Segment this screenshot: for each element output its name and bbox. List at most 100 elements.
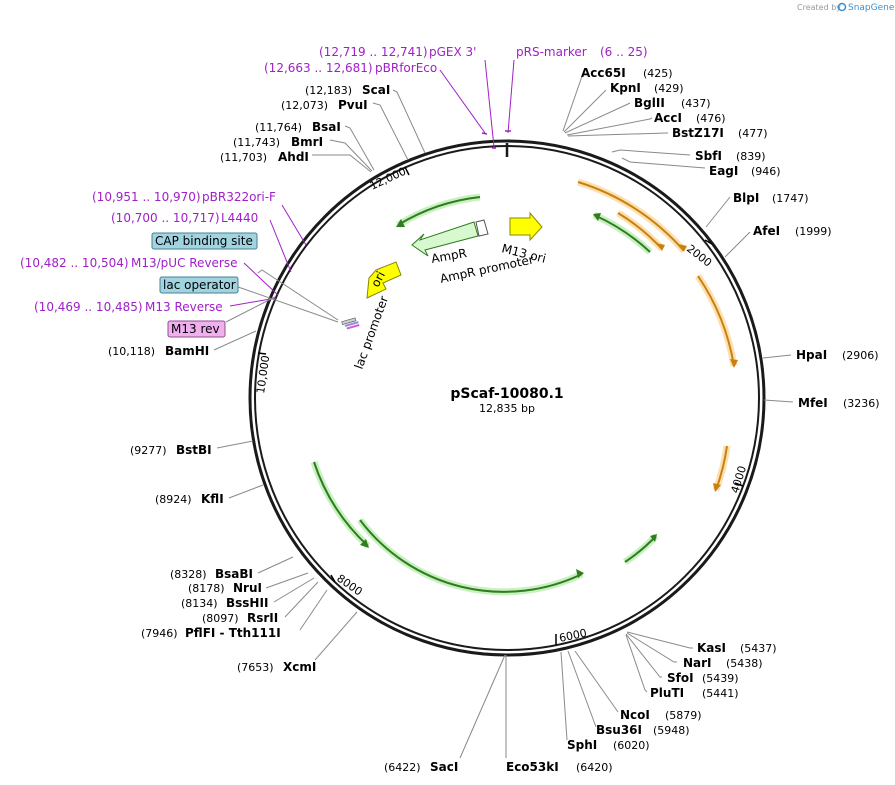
site-pos-saci: (6422) [384,761,421,774]
green-arc-4-glow [357,517,584,596]
green-arc-2-arrowhead [396,219,405,227]
connector-bamhi [213,330,257,351]
connector-acci [566,117,653,136]
site-pos-bsshii: (8134) [181,597,218,610]
connector-sphi [560,651,568,741]
site-pos-sphi: (6020) [613,739,650,752]
site-name-afei: AfeI [753,224,780,238]
site-pos-pflfi: (7946) [141,627,178,640]
m13-rev-box [167,320,226,338]
credit-prefix: Created by [797,3,841,12]
connector-kasi [626,631,693,649]
tick-label-10000: 10,000 [254,354,272,394]
site-name-mfei: MfeI [798,396,828,410]
plasmid-name: pScaf-10080.1 [450,386,563,402]
connector-sfoi [625,633,662,678]
site-name-acc65i: Acc65I [581,66,626,80]
site-name-xcmi: XcmI [283,660,316,674]
m13-ori-arrow [509,211,543,242]
m13-rev-label: M13 rev [171,322,220,336]
connector-nari [626,632,677,663]
lac-operator-label: lac operator [163,278,236,292]
site-name-scai: ScaI [362,83,390,97]
snapgene-logo-icon [837,2,847,12]
orange-arc-1-arrowhead [678,244,687,251]
orange-arc-3-arrowhead [730,359,738,368]
snapgene-credit: Created by SnapGene [797,2,895,13]
site-pos-acc65i: (425) [643,67,673,80]
primer-range-l4440: (10,700 .. 10,717) [111,211,220,225]
site-labels-right: Acc65I (425) KpnI (429) BglII (437) AccI… [506,66,880,774]
connector-bsai [344,125,375,171]
site-pos-hpai: (2906) [842,349,879,362]
primer-name-pbrforeco: pBRforEco [375,61,437,75]
site-pos-sbfi: (839) [736,150,766,163]
orange-arc-4-arrowhead [713,483,721,492]
site-name-ahdi: AhdI [278,150,309,164]
connector-saci [459,654,506,759]
site-name-eco53ki: Eco53kI [506,760,559,774]
plasmid-length: 12,835 bp [479,402,535,415]
connector-pgex3 [484,59,495,148]
site-pos-blpi: (1747) [772,192,809,205]
connector-hpai [762,354,792,359]
connector-bsu36i [567,650,597,728]
site-connectors [213,75,794,759]
connector-bstz17i [567,132,668,137]
backbone-outer-ring [248,139,766,657]
connector-ncoi [574,650,619,713]
connector-acc65i [562,75,583,132]
green-arc-2-glow [396,193,481,228]
map-title-group: pScaf-10080.1 12,835 bp [450,386,563,415]
connector-pbr322ori-f [281,204,307,246]
ampr-promoter-arrow [475,219,489,237]
primer-name-l4440: L4440 [221,211,258,225]
backbone [248,139,766,657]
primer-range-pgex3: (12,719 .. 12,741) [319,45,428,59]
site-pos-acci: (476) [696,112,726,125]
site-name-pflfi: PflFI - Tth111I [185,626,281,640]
connector-bglii [564,102,631,134]
site-pos-mfei: (3236) [843,397,880,410]
primer-name-pgex3: pGEX 3' [429,45,476,59]
site-name-bstz17i: BstZ17I [672,126,724,140]
primer-name-m13-reverse: M13 Reverse [145,300,223,314]
site-name-hpai: HpaI [796,348,827,362]
site-name-kpni: KpnI [610,81,641,95]
connector-eagi [621,157,706,169]
site-name-saci: SacI [430,760,458,774]
cap-binding-site-label: CAP binding site [155,234,253,248]
green-arc-1-arrowhead [593,213,601,221]
inner-features: AmpR AmpR promoter M13 ori ori lac promo… [341,211,547,371]
site-labels-left: (6422) SacI (7653) XcmI (7946) PflFI - T… [108,83,458,774]
site-name-pluti: PluTI [650,686,684,700]
primer-range-m13puc-reverse: (10,482 .. 10,504) [20,256,129,270]
connector-mfei [763,399,794,403]
connector-pflfi [299,589,328,631]
site-name-bsshii: BssHII [226,596,268,610]
site-pos-eagi: (946) [751,165,781,178]
orange-arc-3 [697,275,735,367]
connector-pluti [625,634,648,693]
lac-promoter-mark [341,317,360,330]
connector-sbfi [611,149,691,156]
ori-arrow [366,261,402,299]
orange-arc-1 [577,181,685,252]
green-arc-3 [313,461,369,547]
connector-pvui [372,102,409,161]
site-pos-eco53ki: (6420) [576,761,613,774]
site-name-bsabi: BsaBI [215,567,253,581]
site-name-acci: AccI [654,111,682,125]
site-pos-rsrii: (8097) [202,612,239,625]
site-name-sphi: SphI [567,738,597,752]
site-name-nari: NarI [683,656,712,670]
connector-bstbi [216,440,254,449]
connector-kfli [228,484,264,499]
connector-ahdi [312,154,372,173]
site-pos-kasi: (5437) [740,642,777,655]
tick-10000 [257,352,267,355]
primer-range-pbrforeco: (12,663 .. 12,681) [264,61,373,75]
tick-label-2000: 2000 [684,242,714,269]
ampr-label: AmpR [430,246,468,266]
